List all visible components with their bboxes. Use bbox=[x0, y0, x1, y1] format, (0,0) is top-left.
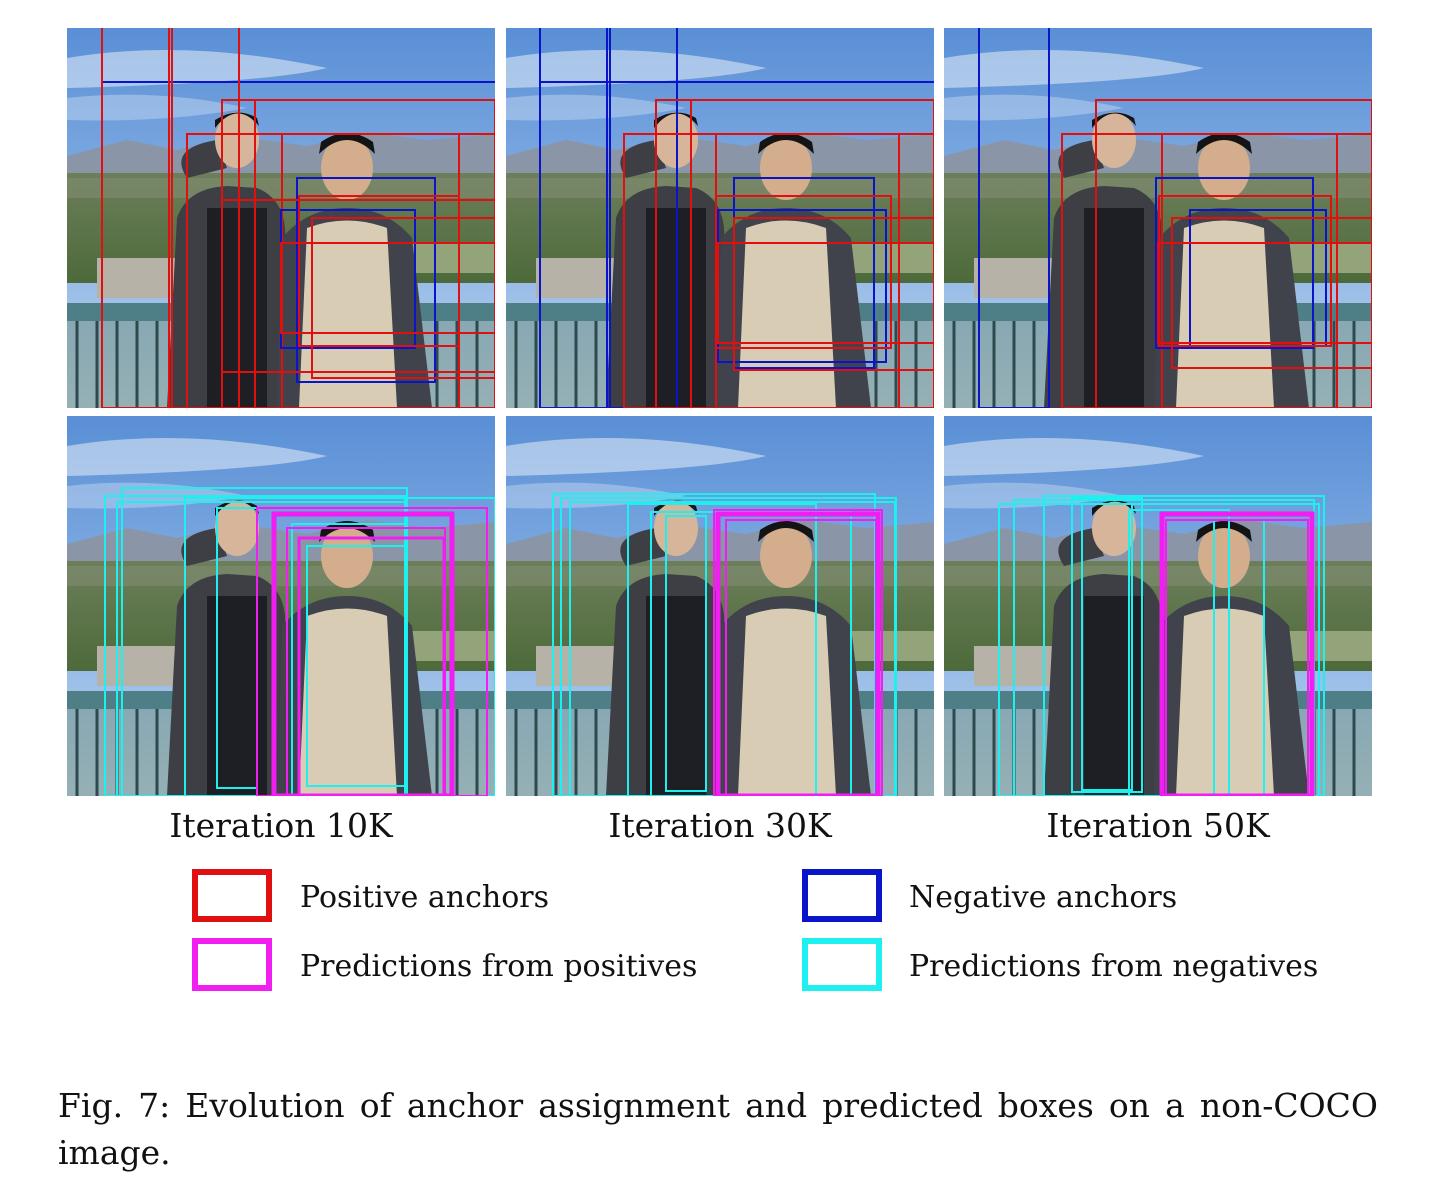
anchor-boxes bbox=[539, 28, 934, 408]
anchor-boxes bbox=[978, 28, 1372, 408]
negative-anchor bbox=[1155, 177, 1314, 349]
pred-negative bbox=[1128, 509, 1230, 796]
legend-swatch-positive-anchors bbox=[192, 869, 272, 922]
legend-swatch-negative-anchors bbox=[802, 869, 882, 922]
pred-positive bbox=[725, 519, 877, 796]
anchor-plot-50k bbox=[944, 28, 1372, 408]
negative-anchor bbox=[978, 28, 1050, 408]
prediction-panel-10k bbox=[67, 416, 495, 796]
pred-negative bbox=[104, 495, 406, 796]
pred-negative bbox=[998, 503, 1320, 796]
positive-anchor bbox=[1171, 217, 1372, 369]
negative-anchor bbox=[296, 177, 436, 383]
iteration-label-50k: Iteration 50K bbox=[1046, 806, 1270, 845]
positive-anchor bbox=[221, 199, 495, 373]
positive-anchor bbox=[101, 28, 173, 408]
pred-positive bbox=[271, 511, 455, 796]
positive-anchor bbox=[733, 217, 934, 371]
anchor-panel-30k bbox=[506, 28, 934, 408]
pred-negative bbox=[1081, 503, 1133, 791]
legend-swatch-predictions-from-negatives bbox=[802, 938, 882, 991]
legend-swatch-predictions-from-positives bbox=[192, 938, 272, 991]
prediction-plot-10k bbox=[67, 416, 495, 796]
pred-positive bbox=[256, 507, 488, 796]
iteration-label-30k: Iteration 30K bbox=[608, 806, 832, 845]
pred-negative bbox=[184, 497, 495, 796]
prediction-plot-30k bbox=[506, 416, 934, 796]
positive-anchor bbox=[715, 195, 892, 349]
pred-positive bbox=[713, 509, 883, 796]
legend-label-negative-anchors: Negative anchors bbox=[909, 880, 1178, 915]
positive-anchor bbox=[280, 242, 495, 334]
positive-anchor bbox=[1095, 99, 1372, 408]
anchor-panel-10k bbox=[67, 28, 495, 408]
legend-label-predictions-from-negatives: Predictions from negatives bbox=[909, 949, 1319, 984]
positive-anchor bbox=[168, 28, 240, 408]
pred-positive bbox=[1159, 511, 1315, 796]
positive-anchor bbox=[298, 195, 460, 347]
positive-anchor bbox=[690, 99, 934, 408]
anchor-plot-30k bbox=[506, 28, 934, 408]
prediction-panel-30k bbox=[506, 416, 934, 796]
anchor-panel-50k bbox=[944, 28, 1372, 408]
pred-negative bbox=[665, 515, 707, 792]
pred-positive bbox=[1165, 519, 1309, 796]
pred-negative bbox=[1071, 497, 1143, 793]
legend-label-predictions-from-positives: Predictions from positives bbox=[300, 949, 698, 984]
figure-caption: Fig. 7: Evolution of anchor assignment a… bbox=[58, 1086, 1378, 1172]
prediction-plot-50k bbox=[944, 416, 1372, 796]
iteration-label-10k: Iteration 10K bbox=[169, 806, 393, 845]
positive-anchor bbox=[1157, 242, 1372, 344]
prediction-boxes bbox=[552, 493, 897, 796]
positive-anchor bbox=[1161, 133, 1372, 408]
prediction-panel-50k bbox=[944, 416, 1372, 796]
negative-anchor bbox=[539, 28, 611, 408]
prediction-boxes bbox=[998, 495, 1325, 796]
pred-positive bbox=[715, 511, 881, 796]
pred-negative bbox=[1043, 495, 1325, 796]
negative-anchor bbox=[606, 28, 678, 408]
positive-anchor bbox=[717, 242, 934, 344]
pred-negative bbox=[306, 545, 408, 787]
legend-label-positive-anchors: Positive anchors bbox=[300, 880, 550, 915]
anchor-boxes bbox=[101, 28, 495, 408]
positive-anchor bbox=[254, 99, 495, 408]
pred-positive bbox=[297, 536, 446, 796]
anchor-plot-10k bbox=[67, 28, 495, 408]
pred-negative bbox=[569, 501, 896, 796]
prediction-boxes bbox=[104, 487, 495, 796]
pred-negative bbox=[627, 503, 817, 796]
positive-anchor bbox=[311, 217, 495, 379]
